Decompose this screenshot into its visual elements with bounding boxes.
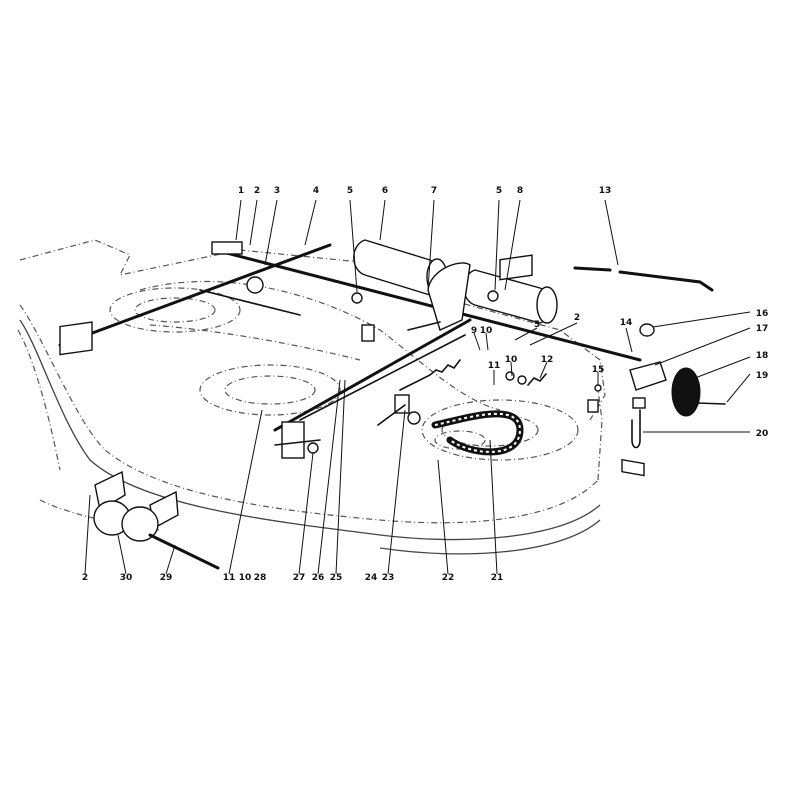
callout-number: 20 [756,429,769,439]
callout-number: 3 [274,186,280,196]
callout-number: 5 [347,186,353,196]
callout-number: 6 [382,186,388,196]
callout-number: 5 [496,186,502,196]
callout-number: 13 [599,186,612,196]
small-hardware [361,324,602,426]
callout-number: 10 [505,355,518,365]
callout-number: 10 [480,326,493,336]
cross-shaft [211,241,642,362]
washer [351,292,363,304]
callout-number: 14 [620,318,633,328]
callout-number: 24 [365,573,378,583]
wheel [671,367,701,417]
lift-rod [58,243,332,356]
rear-bracket [499,254,533,281]
callout-number: 28 [254,573,267,583]
leader-lines [84,199,751,575]
height-adjust-plate [407,262,471,331]
callout-number: 21 [491,573,504,583]
callout-number: 15 [592,365,605,375]
callout-number: 11 [488,361,501,371]
callout-number: 27 [293,573,306,583]
springs [399,359,547,391]
callout-number: 7 [431,186,437,196]
wheel-clip [632,397,646,409]
callout-number: 5 [534,320,540,330]
callout-number: 12 [541,355,554,365]
front-rollers [93,470,220,570]
callout-number: 23 [382,573,395,583]
callout-number: 4 [313,186,319,196]
callout-number: 9 [471,326,477,336]
callout-number: 29 [160,573,173,583]
front-link-bracket [281,421,305,459]
callout-number: 8 [517,186,523,196]
washer [487,290,499,302]
callout-number: 26 [312,573,325,583]
callout-number: 25 [330,573,343,583]
callout-number: 1 [238,186,244,196]
callout-number: 2 [574,313,580,323]
lift-arm-pivot [246,276,264,294]
drive-belt [431,410,524,456]
callout-number: 30 [120,573,133,583]
handle-bar [573,266,714,292]
wheel-assembly [621,323,726,477]
left-lift-bracket [59,321,93,356]
callout-number: 10 [239,573,252,583]
callout-number: 2 [254,186,260,196]
wheel-bracket [621,458,645,477]
callout-number: 16 [756,309,769,319]
shaft-bracket [211,241,243,255]
callout-number: 18 [756,351,769,361]
bushing [639,323,655,337]
callout-number: 11 [223,573,236,583]
callout-number: 17 [756,324,769,334]
callout-number: 19 [756,371,769,381]
callout-number: 22 [442,573,455,583]
callout-number: 2 [82,573,88,583]
